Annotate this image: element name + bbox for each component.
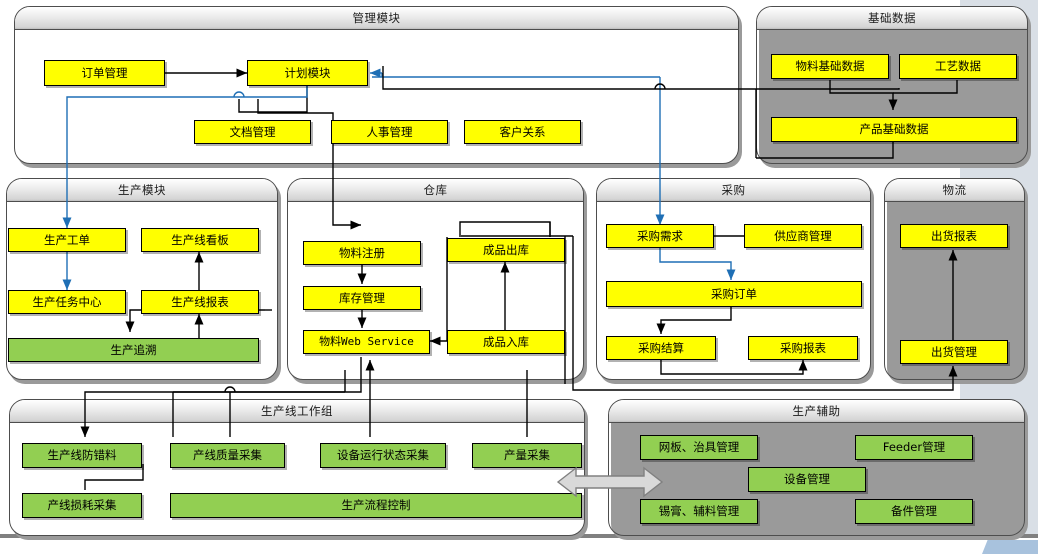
node-shipment-report[interactable]: 出货报表 [900, 224, 1008, 248]
node-purchase-requirement[interactable]: 采购需求 [606, 224, 714, 248]
node-production-process-control[interactable]: 生产流程控制 [170, 493, 582, 518]
node-production-work-order[interactable]: 生产工单 [8, 228, 126, 252]
node-purchase-settlement[interactable]: 采购结算 [606, 336, 716, 360]
node-hr-management[interactable]: 人事管理 [331, 120, 448, 144]
group-title-production: 生产模块 [7, 179, 277, 202]
node-process-data[interactable]: 工艺数据 [899, 54, 1017, 79]
group-title-production-support: 生产辅助 [609, 400, 1024, 423]
node-material-basic-data[interactable]: 物料基础数据 [771, 54, 889, 79]
group-basic-data: 基础数据 [756, 6, 1028, 164]
node-line-error-proofing[interactable]: 生产线防错料 [22, 443, 142, 468]
node-finished-goods-outbound[interactable]: 成品出库 [447, 238, 565, 262]
node-production-task-center[interactable]: 生产任务中心 [8, 290, 126, 314]
node-finished-goods-inbound[interactable]: 成品入库 [447, 330, 565, 354]
group-title-logistics: 物流 [885, 179, 1024, 202]
group-title-basic-data: 基础数据 [757, 7, 1027, 30]
node-material-registration[interactable]: 物料注册 [303, 241, 421, 265]
node-feeder-management[interactable]: Feeder管理 [855, 435, 973, 460]
node-equipment-status-collection[interactable]: 设备运行状态采集 [320, 443, 446, 468]
node-customer-relations[interactable]: 客户关系 [464, 120, 581, 144]
node-production-traceability[interactable]: 生产追溯 [8, 338, 259, 362]
bidirectional-connector-icon [556, 466, 664, 498]
group-title-management: 管理模块 [15, 7, 738, 30]
group-title-warehouse: 仓库 [288, 179, 583, 202]
node-line-quality-collection[interactable]: 产线质量采集 [170, 443, 285, 468]
node-equipment-management[interactable]: 设备管理 [748, 467, 866, 492]
group-logistics: 物流 [884, 178, 1025, 380]
node-output-collection[interactable]: 产量采集 [472, 443, 582, 468]
node-solder-paste-material-management[interactable]: 锡膏、辅料管理 [640, 499, 758, 524]
node-production-line-kanban[interactable]: 生产线看板 [141, 228, 259, 252]
node-spare-parts-management[interactable]: 备件管理 [855, 499, 973, 524]
group-title-line-workgroup: 生产线工作组 [10, 400, 584, 423]
group-production-support: 生产辅助 [608, 399, 1025, 536]
node-line-loss-collection[interactable]: 产线损耗采集 [22, 493, 142, 518]
node-purchase-order[interactable]: 采购订单 [606, 281, 862, 307]
node-stencil-fixture-management[interactable]: 网板、治具管理 [640, 435, 758, 460]
node-document-management[interactable]: 文档管理 [194, 120, 311, 144]
node-shipment-management[interactable]: 出货管理 [900, 340, 1008, 364]
group-title-purchasing: 采购 [597, 179, 870, 202]
node-purchase-report[interactable]: 采购报表 [748, 336, 858, 360]
node-product-basic-data[interactable]: 产品基础数据 [771, 117, 1017, 142]
node-planning-module[interactable]: 计划模块 [247, 60, 368, 86]
node-production-line-report[interactable]: 生产线报表 [141, 290, 259, 314]
node-supplier-management[interactable]: 供应商管理 [744, 224, 862, 248]
node-inventory-management[interactable]: 库存管理 [303, 286, 421, 310]
node-order-management[interactable]: 订单管理 [44, 60, 165, 86]
node-material-web-service[interactable]: 物料Web Service [303, 330, 430, 354]
